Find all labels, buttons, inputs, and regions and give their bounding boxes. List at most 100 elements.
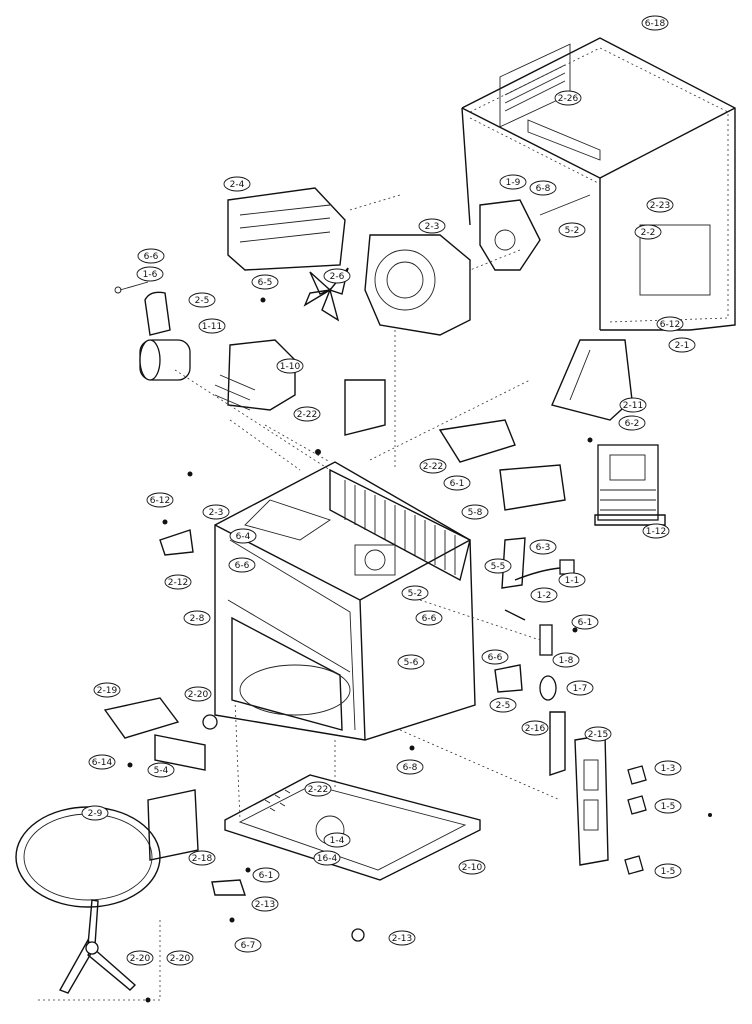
callout-bubble: [229, 528, 257, 544]
callout-label: 1-1: [565, 576, 580, 586]
callout-label: 6-2: [625, 419, 640, 429]
callout-label: 6-4: [236, 532, 251, 542]
callout-11: 1-6: [136, 266, 164, 282]
callout-bubble: [419, 458, 447, 474]
callout-45: 2-20: [184, 686, 212, 702]
callout-label: 6-6: [144, 252, 159, 262]
callout-bubble: [397, 654, 425, 670]
callout-bubble: [166, 950, 194, 966]
callout-bubble: [641, 15, 669, 31]
callout-bubble: [228, 557, 256, 573]
callout-bubble: [654, 798, 682, 814]
callout-bubble: [164, 574, 192, 590]
callout-39: 5-6: [397, 654, 425, 670]
callout-16: 2-1: [668, 337, 696, 353]
callout-59: 2-10: [458, 859, 486, 875]
callout-bubble: [252, 867, 280, 883]
callout-label: 2-20: [170, 954, 191, 964]
callout-label: 5-4: [154, 766, 169, 776]
callout-bubble: [521, 720, 549, 736]
callout-bubble: [654, 760, 682, 776]
callout-18: 1-10: [276, 358, 304, 374]
callout-42: 2-5: [489, 697, 517, 713]
callout-53: 1-4: [323, 832, 351, 848]
callout-24: 5-8: [461, 504, 489, 520]
callout-bubble: [323, 832, 351, 848]
callout-label: 2-23: [650, 201, 670, 211]
callout-label: 6-12: [150, 496, 170, 506]
callout-9: 2-3: [418, 218, 446, 234]
callout-label: 2-4: [230, 180, 245, 190]
callout-bubble: [634, 224, 662, 240]
callout-label: 2-3: [209, 508, 224, 518]
callout-54: 1-5: [654, 798, 682, 814]
callout-bubble: [188, 850, 216, 866]
callout-label: 1-5: [661, 867, 676, 877]
callout-41: 1-8: [552, 652, 580, 668]
part-labels: 6-182-261-96-85-22-232-22-42-36-61-66-52…: [81, 15, 696, 966]
callout-label: 2-26: [558, 94, 579, 104]
callout-bubble: [646, 197, 674, 213]
callout-label: 1-7: [573, 684, 588, 694]
callout-bubble: [188, 292, 216, 308]
callout-bubble: [458, 859, 486, 875]
turntable-coupler: [38, 899, 161, 1001]
callout-label: 6-12: [660, 320, 680, 330]
callout-14: 2-5: [188, 292, 216, 308]
callout-bubble: [401, 585, 429, 601]
relay-unit: [214, 339, 386, 436]
callout-63: 2-13: [388, 930, 416, 946]
callout-47: 5-4: [147, 762, 175, 778]
callout-label: 2-22: [297, 410, 317, 420]
callout-bubble: [415, 610, 443, 626]
callout-3: 1-9: [499, 174, 527, 190]
callout-bubble: [293, 406, 321, 422]
callout-62: 6-7: [234, 937, 262, 953]
callout-label: 1-10: [280, 362, 301, 372]
callout-61: 2-13: [251, 896, 279, 912]
callout-43: 1-7: [566, 680, 594, 696]
callout-label: 6-6: [235, 561, 250, 571]
leader-lines: [174, 194, 541, 641]
callout-60: 1-5: [654, 863, 682, 879]
callout-bubble: [81, 805, 109, 821]
callout-31: 2-8: [183, 610, 211, 626]
callout-48: 6-8: [396, 759, 424, 775]
callout-bubble: [489, 697, 517, 713]
callout-bubble: [584, 726, 612, 742]
callout-bubble: [136, 266, 164, 282]
callout-bubble: [184, 686, 212, 702]
callout-label: 6-3: [536, 543, 551, 553]
callout-bubble: [251, 274, 279, 290]
callout-bubble: [396, 759, 424, 775]
callout-bubble: [304, 781, 332, 797]
callout-40: 6-6: [481, 649, 509, 665]
callout-bubble: [558, 572, 586, 588]
callout-label: 5-6: [404, 658, 419, 668]
callout-58: 16-4: [313, 850, 341, 866]
callout-bubble: [251, 896, 279, 912]
callout-26: 6-12: [146, 492, 174, 508]
callout-bubble: [499, 174, 527, 190]
callout-label: 5-2: [408, 589, 423, 599]
callout-label: 2-1: [675, 341, 690, 351]
callout-5: 5-2: [558, 222, 586, 238]
callout-15: 6-12: [656, 316, 684, 332]
callout-label: 1-12: [646, 527, 666, 537]
callout-label: 6-18: [645, 19, 666, 29]
callout-bubble: [223, 176, 251, 192]
callout-bubble: [276, 358, 304, 374]
callout-label: 2-9: [88, 809, 103, 819]
callout-bubble: [642, 523, 670, 539]
callout-bubble: [529, 539, 557, 555]
callout-32: 6-3: [529, 539, 557, 555]
callout-label: 6-8: [403, 763, 418, 773]
callout-22: 2-22: [419, 458, 447, 474]
chassis: [214, 461, 476, 741]
callout-bubble: [461, 504, 489, 520]
callout-bubble: [313, 850, 341, 866]
capacitor: [114, 281, 191, 381]
callout-23: 6-1: [443, 475, 471, 491]
